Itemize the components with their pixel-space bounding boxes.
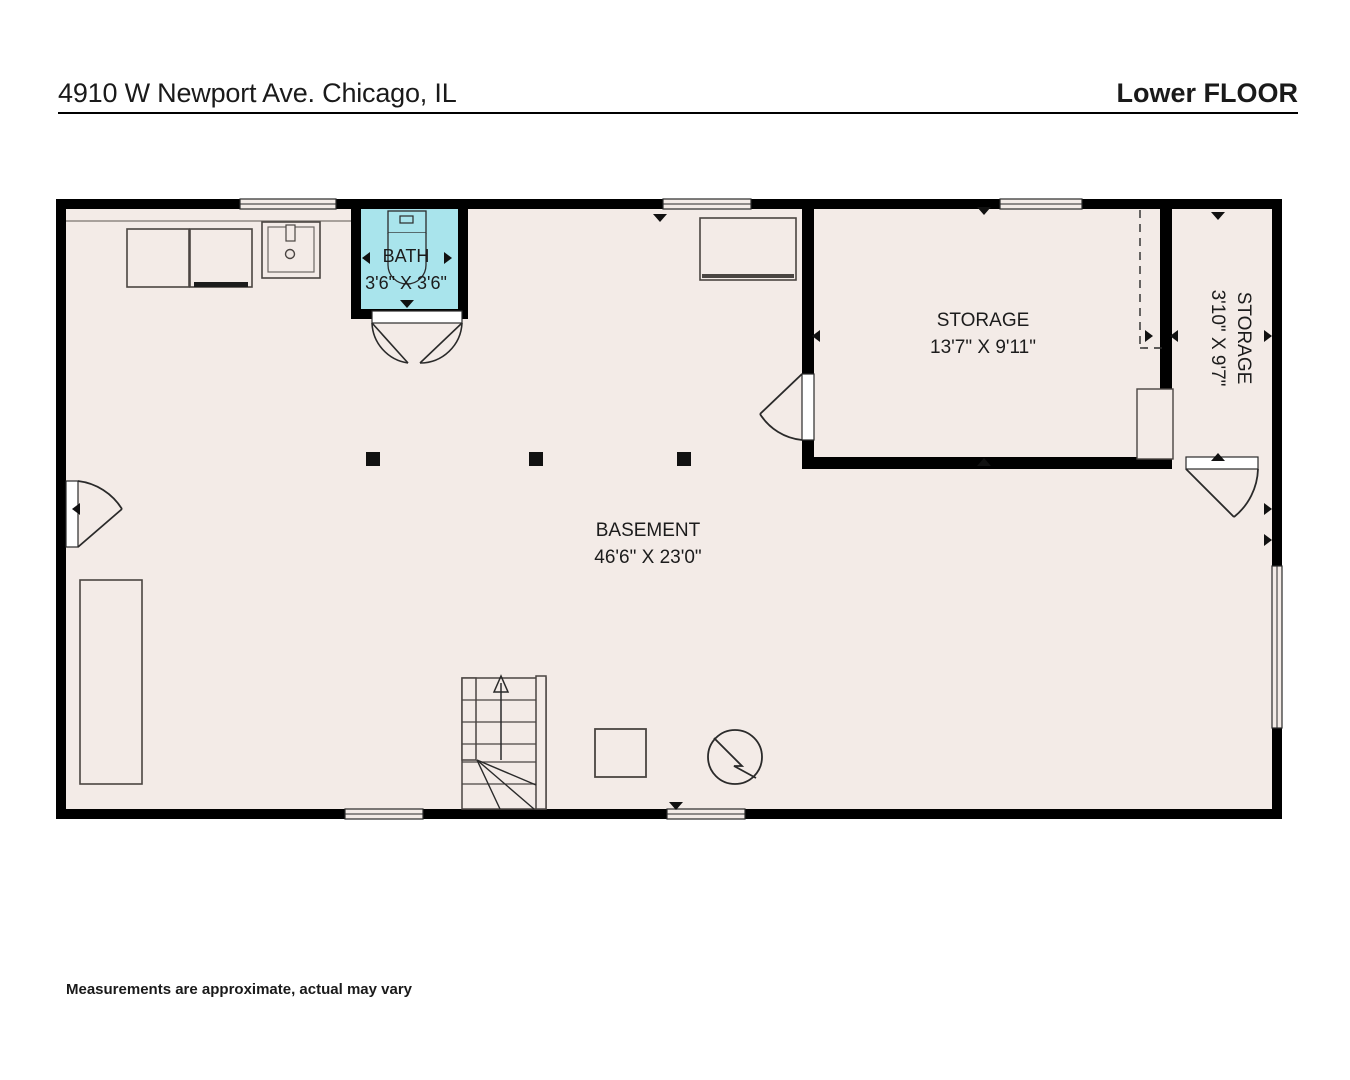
window-bottom-left: [344, 808, 424, 820]
basement-room-name: BASEMENT: [596, 520, 701, 541]
basement-floor-fill: [66, 209, 1272, 809]
basement-room-dimensions: 46'6" X 23'0": [594, 547, 701, 568]
dim-arrow-storage-left: [812, 330, 820, 342]
dim-arrow-basement-top: [653, 214, 667, 222]
page-title: 4910 W Newport Ave. Chicago, IL: [58, 78, 457, 108]
window-right: [1271, 565, 1283, 729]
dim-arrow-storage-right: [1145, 330, 1153, 342]
dim-arrow-narrow-bottom: [1211, 453, 1225, 461]
bath-wall-left: [351, 199, 361, 319]
window-top-left: [239, 198, 337, 210]
washer-fixture: [126, 228, 190, 288]
column-3: [677, 452, 691, 466]
header-divider: [58, 112, 1298, 114]
dim-arrow-bath-left: [362, 252, 370, 264]
bath-room-name: BATH: [383, 246, 430, 266]
disclaimer-text: Measurements are approximate, actual may…: [66, 981, 413, 998]
room-labels: BASEMENT 46'6" X 23'0" BATH 3'6" X 3'6" …: [365, 246, 1254, 568]
dim-arrow-storage-bottom: [977, 458, 991, 466]
dim-arrow-bath-bottom: [400, 300, 414, 308]
dim-arrow-basement-bottom: [669, 802, 683, 810]
dim-arrow-narrow-left: [1170, 330, 1178, 342]
window-bottom-center: [666, 808, 746, 820]
bath-room-dimensions: 3'6" X 3'6": [365, 273, 447, 293]
storage-shelving-fixture: [1136, 388, 1174, 460]
electrical-panel-fixture: [707, 729, 763, 785]
floor-label: Lower FLOOR: [1116, 78, 1299, 108]
storage-narrow-room-name: STORAGE: [1233, 292, 1254, 385]
storage-door: [759, 373, 815, 441]
doors: [65, 310, 1259, 548]
fixtures: [66, 210, 1174, 810]
dim-arrow-basement-left: [72, 503, 80, 515]
top-counter-fixture: [699, 217, 797, 281]
staircase-fixture: [461, 674, 547, 810]
page-header: 4910 W Newport Ave. Chicago, IL Lower FL…: [58, 76, 1298, 120]
dim-arrow-storage-top: [977, 207, 991, 215]
storage-narrow-door: [1185, 456, 1259, 518]
dimension-markers: [72, 207, 1272, 810]
dim-arrow-narrow-top: [1211, 212, 1225, 220]
storage-room-dimensions: 13'7" X 9'11": [930, 337, 1036, 358]
bath-wall-right: [458, 199, 468, 319]
exterior-door-left: [65, 480, 123, 548]
storage-narrow-room-dimensions: 3'10" X 9'7": [1207, 290, 1228, 387]
dim-arrow-narrow-right: [1264, 330, 1272, 342]
utility-sink-fixture: [261, 221, 321, 279]
left-shelving-fixture: [79, 579, 143, 785]
dim-arrow-bath-right: [444, 252, 452, 264]
column-1: [366, 452, 380, 466]
window-top-center: [662, 198, 752, 210]
windows: [239, 198, 1283, 820]
dryer-fixture: [189, 228, 253, 288]
furnace-fixture: [594, 728, 647, 778]
support-columns: [366, 452, 691, 466]
bath-door: [371, 310, 463, 364]
toilet-fixture: [387, 210, 427, 285]
room-fills: [66, 207, 1272, 809]
column-2: [529, 452, 543, 466]
storage-room-name: STORAGE: [937, 310, 1030, 331]
window-top-right: [999, 198, 1083, 210]
dim-arrow-basement-right: [1264, 503, 1272, 515]
dim-arrow-right-wall: [1264, 534, 1272, 546]
